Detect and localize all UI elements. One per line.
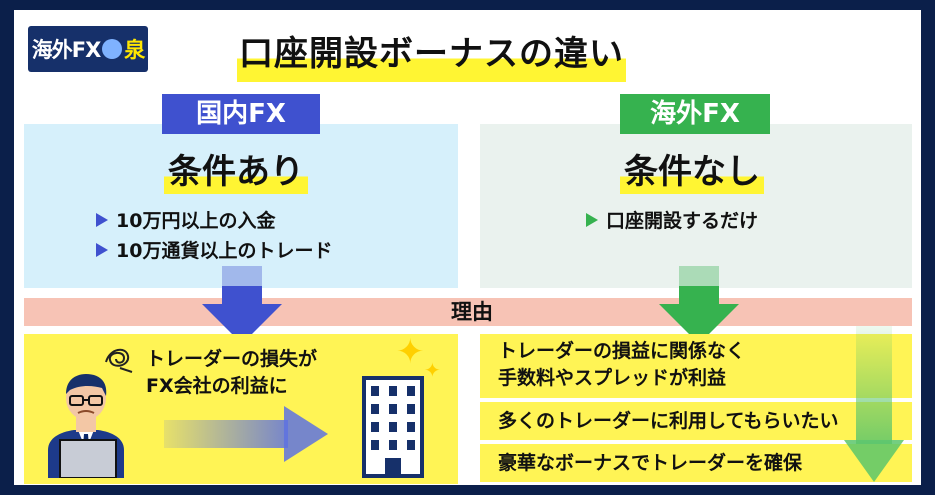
overseas-reason-box (480, 444, 912, 482)
reason-band (24, 298, 912, 326)
overseas-reason-line: 豪華なボーナスでトレーダーを確保 (498, 452, 803, 474)
logo-prefix: 海外FX (31, 38, 102, 62)
bullet-triangle-icon (96, 242, 108, 257)
overseas-reason-box (480, 334, 912, 398)
site-logo[interactable]: 海外FX の 泉 (28, 26, 148, 72)
sparkle-icon: ✦ (396, 332, 425, 372)
overseas-reason-box (480, 402, 912, 440)
down-arrow-icon (202, 266, 282, 344)
overseas-reason-line: 手数料やスプレッドが利益 (498, 367, 727, 389)
overseas-bullet: 口座開設するだけ (586, 206, 758, 233)
office-building-icon (362, 376, 424, 478)
moon-icon (102, 39, 123, 59)
overseas-reason-line: 多くのトレーダーに利用してもらいたい (498, 410, 839, 432)
bullet-text: 口座開設するだけ (606, 210, 759, 232)
logo-suffix: 泉 (124, 38, 145, 62)
domestic-tag: 国内FX (162, 94, 320, 134)
down-arrow-icon (659, 266, 739, 344)
reason-label: 理由 (451, 300, 493, 324)
trader-icon (48, 374, 124, 478)
infographic-card: 海外FX の 泉 口座開設ボーナスの違い 国内FX 海外FX 条件あり 条件なし… (14, 10, 921, 485)
bullet-text: 10万通貨以上のトレード (116, 240, 333, 262)
domestic-condition: 条件あり (164, 150, 308, 194)
bullet-triangle-icon (96, 212, 108, 227)
domestic-reason-line: FX会社の利益に (146, 375, 288, 397)
domestic-bullet: 10万円以上の入金 (96, 206, 275, 233)
bullet-text: 10万円以上の入金 (116, 210, 276, 232)
stress-scribble-icon (105, 348, 133, 373)
domestic-reason-line: トレーダーの損失が (146, 348, 318, 370)
sparkle-icon: ✦ (424, 358, 441, 382)
down-arrow-icon (844, 326, 904, 482)
overseas-reason-line: トレーダーの損益に関係なく (498, 340, 746, 362)
domestic-bullet: 10万通貨以上のトレード (96, 236, 332, 263)
overseas-condition: 条件なし (620, 150, 764, 194)
right-arrow-icon (164, 406, 328, 462)
overseas-tag: 海外FX (620, 94, 770, 134)
page-title: 口座開設ボーナスの違い (237, 26, 626, 82)
bullet-triangle-icon (586, 212, 598, 227)
